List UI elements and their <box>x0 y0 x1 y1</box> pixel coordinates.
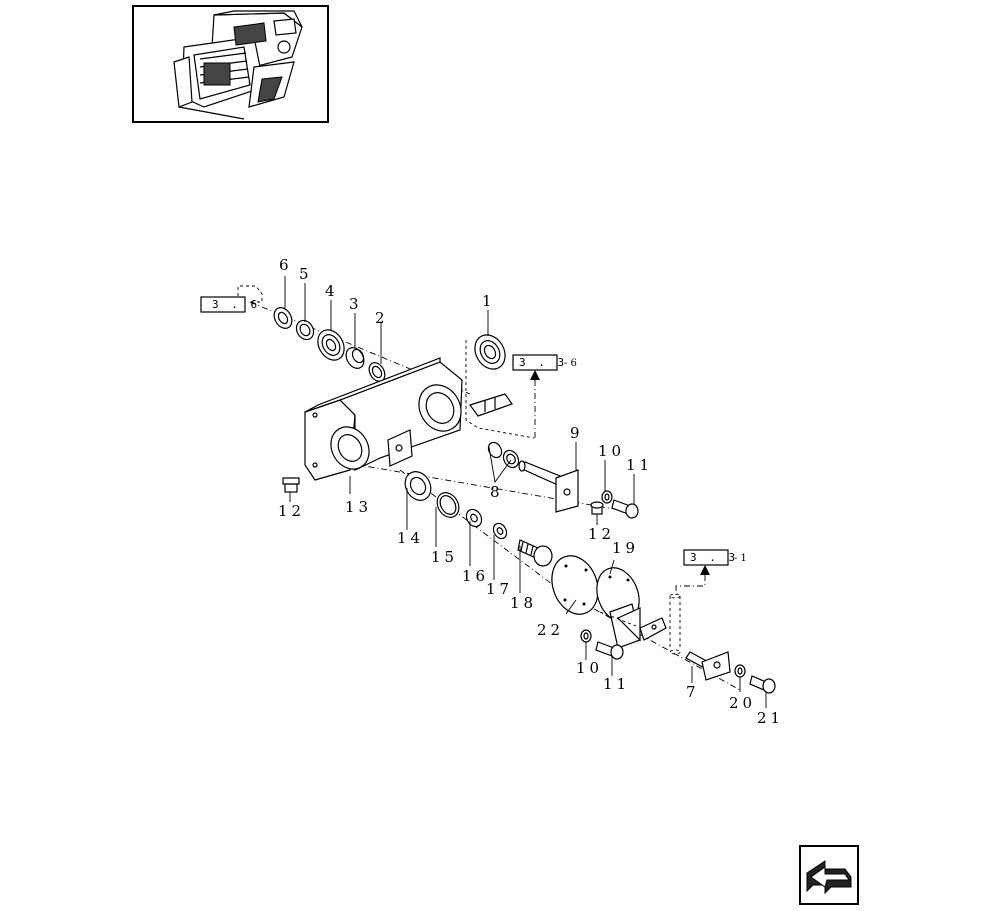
part-8-circlips <box>487 441 520 469</box>
part-10-washer-upper <box>601 490 613 504</box>
part-12-plug-left <box>282 477 300 493</box>
callout-10-lower[interactable]: 10 <box>576 659 603 677</box>
reference-suffix-bottom: - 1 <box>734 553 747 564</box>
part-9-shaft-plate <box>518 460 579 513</box>
part-16-washer <box>465 508 483 528</box>
callout-11-lower[interactable]: 11 <box>603 675 630 693</box>
callout-1[interactable]: 1 <box>482 292 496 310</box>
part-19-motor-bracket <box>596 567 667 649</box>
callout-18[interactable]: 18 <box>510 594 537 612</box>
next-page-button[interactable] <box>799 845 859 905</box>
callout-9[interactable]: 9 <box>570 424 584 442</box>
part-12-plug-right <box>590 501 604 515</box>
part-10-washer-lower <box>580 629 592 643</box>
callout-12-right[interactable]: 12 <box>588 525 615 543</box>
reference-box-top[interactable]: 3 . 3 - 6 <box>512 354 577 438</box>
callout-15[interactable]: 15 <box>431 548 458 566</box>
part-4-bearing <box>317 329 345 361</box>
reference-text-bottom: 3 . 3 <box>690 551 738 564</box>
next-page-arrow-icon <box>806 860 852 895</box>
hidden-cylinder <box>669 593 681 655</box>
part-18-bolt <box>517 539 553 567</box>
part-1-bearing <box>474 334 506 370</box>
callout-21[interactable]: 21 <box>757 709 784 727</box>
part-15-circlip <box>436 492 460 518</box>
callout-11-upper[interactable]: 11 <box>626 456 653 474</box>
callout-14[interactable]: 14 <box>397 529 424 547</box>
callout-13[interactable]: 13 <box>345 498 372 516</box>
part-22-cover-plate <box>551 555 599 615</box>
machine-thumbnail <box>132 5 329 123</box>
part-13-gearbox-housing <box>304 357 463 481</box>
part-6-seal-ring <box>273 307 293 329</box>
callout-5[interactable]: 5 <box>299 265 313 283</box>
callout-2[interactable]: 2 <box>375 309 389 327</box>
callout-4[interactable]: 4 <box>325 282 339 300</box>
reference-text-left: 3 . 6 <box>212 298 260 311</box>
callout-3[interactable]: 3 <box>349 295 363 313</box>
part-2-ring <box>368 362 386 382</box>
callout-6[interactable]: 6 <box>279 256 293 274</box>
part-5-ring <box>295 319 315 341</box>
part-7-pin-plate <box>685 651 731 681</box>
part-11-bolt-upper <box>611 499 639 519</box>
reference-box-bottom[interactable]: 3 . 3 - 1 <box>675 549 747 596</box>
callout-16[interactable]: 16 <box>462 567 489 585</box>
part-21-bolt <box>749 675 776 694</box>
part-17-washer <box>492 522 508 540</box>
callout-22[interactable]: 22 <box>537 621 564 639</box>
callout-20[interactable]: 20 <box>729 694 756 712</box>
callout-10-upper[interactable]: 10 <box>598 442 625 460</box>
part-3-bushing <box>345 347 365 369</box>
callout-12-left[interactable]: 12 <box>278 502 305 520</box>
callout-7[interactable]: 7 <box>686 683 700 701</box>
reference-suffix-top: - 6 <box>564 358 577 369</box>
machine-overview-icon <box>173 10 303 120</box>
callout-19[interactable]: 19 <box>612 539 639 557</box>
callout-17[interactable]: 17 <box>486 580 513 598</box>
reference-text-top: 3 . 3 <box>519 356 567 369</box>
part-20-washer <box>734 664 746 678</box>
part-11-bolt-lower <box>595 641 624 660</box>
part-14-bearing <box>404 471 432 501</box>
callout-8[interactable]: 8 <box>490 483 504 501</box>
reference-box-left[interactable]: 3 . 6 <box>200 285 263 313</box>
